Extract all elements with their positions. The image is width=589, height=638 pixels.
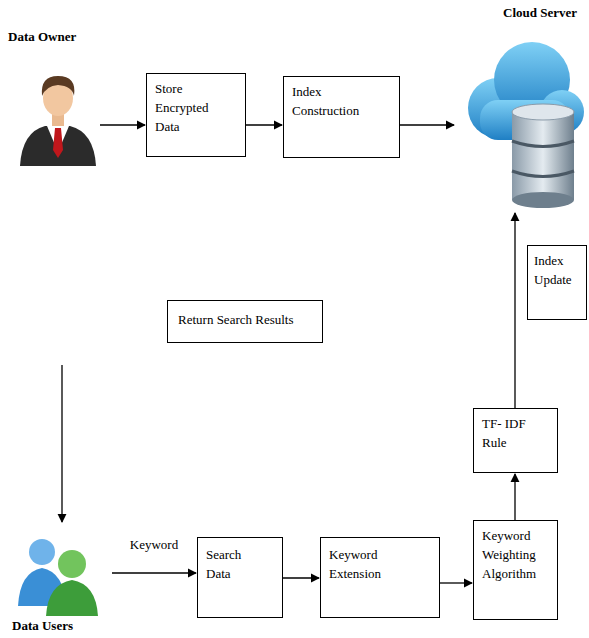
flow-arrow: [100, 124, 145, 125]
process-box: Keyword Extension: [320, 537, 440, 618]
flow-arrow: [440, 582, 472, 583]
process-box: Search Data: [197, 537, 283, 618]
process-box: Return Search Results: [167, 300, 323, 343]
actor-label: Data Users: [12, 617, 112, 636]
cloud-server-figure: [468, 42, 584, 208]
flow-arrow: [400, 124, 454, 125]
actor-node: Data Users: [8, 524, 112, 636]
box-text: Store Encrypted Data: [155, 80, 223, 137]
box-text: Keyword Extension: [329, 546, 409, 584]
box-text: TF- IDF Rule: [482, 415, 535, 453]
actor-label: Data Owner: [8, 28, 100, 47]
box-text: Keyword Weighting Algorithm: [482, 527, 549, 584]
data-owner-figure: [20, 76, 96, 166]
box-text: Search Data: [206, 546, 260, 584]
process-box: Store Encrypted Data: [146, 73, 246, 157]
flow-arrow: [246, 124, 282, 125]
return-arrow: [61, 365, 62, 522]
flow-arrow: [514, 213, 515, 408]
process-box: TF- IDF Rule: [473, 408, 558, 473]
box-text: Index Update: [534, 252, 582, 290]
box-text: Index Construction: [292, 83, 391, 121]
flow-arrow: [514, 474, 515, 520]
process-box: Index Update: [527, 245, 587, 320]
box-text: Return Search Results: [178, 311, 314, 330]
flow-arrow: [112, 572, 196, 573]
flow-arrow: [283, 577, 319, 578]
data-users-figure: [18, 539, 98, 616]
actor-node: Data Owner: [8, 28, 100, 168]
actor-node: Cloud Server: [455, 4, 585, 212]
actor-label: Cloud Server: [503, 4, 581, 23]
process-box: Index Construction: [283, 76, 400, 158]
edge-label: Keyword: [128, 537, 180, 553]
process-box: Keyword Weighting Algorithm: [473, 520, 558, 620]
